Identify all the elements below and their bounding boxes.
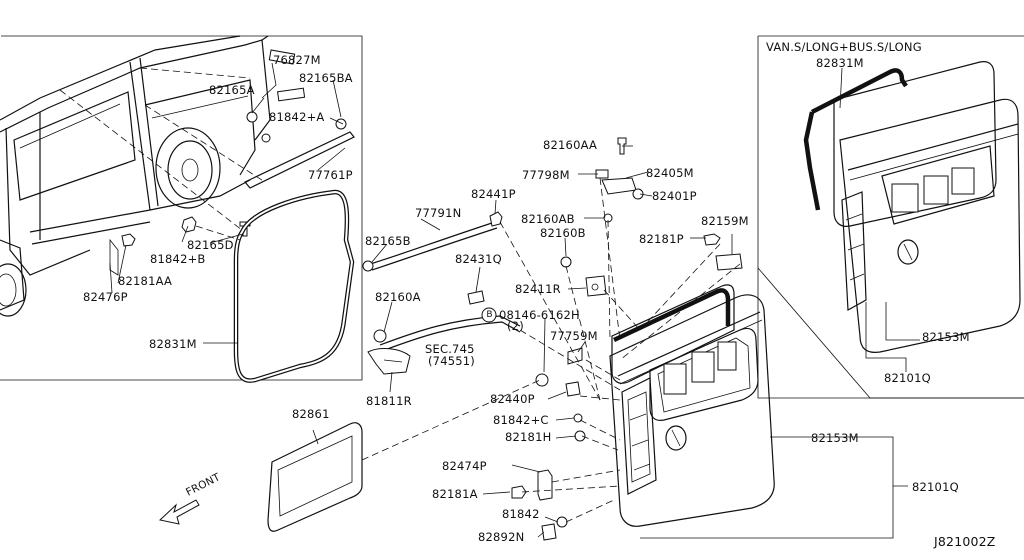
callout-82181A: 82181A (432, 487, 478, 501)
callout-82181P: 82181P (639, 232, 684, 246)
inset-frame-left (0, 35, 363, 381)
callout-81842-B: 81842+B (150, 252, 206, 266)
callout-77798M: 77798M (522, 168, 570, 182)
callout-82861: 82861 (292, 407, 330, 421)
callout-77761P: 77761P (308, 168, 353, 182)
callout-badge-B: B (486, 310, 493, 320)
callout-sec-745: SEC.745 (425, 342, 475, 356)
callout-08146-qty: (2) (507, 319, 524, 333)
callout-08146-6162H: 08146-6162H (499, 308, 580, 322)
left-leaders (59, 62, 346, 344)
callout-77791N: 77791N (415, 206, 462, 220)
callout-82153M-main: 82153M (811, 431, 859, 445)
callout-82101Q-right: 82101Q (884, 371, 931, 385)
callout-82474P: 82474P (442, 459, 487, 473)
callout-82892N: 82892N (478, 530, 525, 544)
callout-76827M: 76827M (273, 53, 321, 67)
callout-82411R: 82411R (515, 282, 561, 296)
callout-82431Q: 82431Q (455, 252, 502, 266)
variant-door-leaders (757, 67, 1024, 399)
diagram-code: J821002Z (934, 534, 996, 549)
callout-81842-C: 81842+C (493, 413, 549, 427)
callout-82181AA: 82181AA (118, 274, 173, 288)
callout-81811R: 81811R (366, 394, 412, 408)
callout-82160B: 82160B (540, 226, 586, 240)
callout-82440P: 82440P (490, 392, 535, 406)
callout-81842: 81842 (502, 507, 540, 521)
callout-77759M: 77759M (550, 329, 598, 343)
back-door-variant (803, 61, 1021, 353)
callout-82159M: 82159M (701, 214, 749, 228)
callout-82160AB: 82160AB (521, 212, 575, 226)
callout-82441P: 82441P (471, 187, 516, 201)
callout-82165A: 82165A (209, 83, 255, 97)
callout-82476P: 82476P (83, 290, 128, 304)
center-leaders (312, 145, 741, 538)
variant-note: VAN.S/LONG+BUS.S/LONG (766, 40, 922, 54)
callout-82401P: 82401P (652, 189, 697, 203)
bolt-badge (481, 307, 497, 323)
back-door-main (609, 284, 775, 527)
callout-82153M-right: 82153M (922, 330, 970, 344)
callout-82160A: 82160A (375, 290, 421, 304)
callout-82165B: 82165B (365, 234, 411, 248)
callout-82831M-right: 82831M (816, 56, 864, 70)
callout-82165D: 82165D (187, 238, 234, 252)
callout-82160AA: 82160AA (543, 138, 598, 152)
callout-82181H: 82181H (505, 430, 552, 444)
callout-74551: (74551) (428, 354, 475, 368)
trim-panel-82861 (267, 422, 363, 532)
van-body-illustration (0, 35, 355, 317)
front-arrow (158, 499, 200, 525)
callout-82165BA: 82165BA (299, 71, 353, 85)
main-door-leaders (640, 436, 908, 539)
weatherstrip-left (233, 189, 355, 383)
callout-81842-A: 81842+A (269, 110, 325, 124)
callout-82101Q-main: 82101Q (912, 480, 959, 494)
callout-82831M-left: 82831M (149, 337, 197, 351)
callout-82405M: 82405M (646, 166, 694, 180)
